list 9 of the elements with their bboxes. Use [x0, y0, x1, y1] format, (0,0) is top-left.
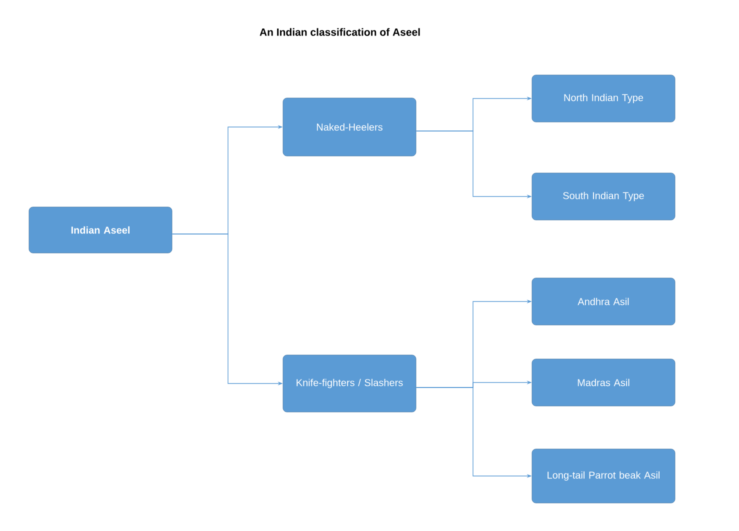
box: Indian Aseel — [28, 206, 172, 254]
title: An Indian classification of Aseel — [260, 28, 420, 36]
box: Long-tail Parrot beak Asil — [532, 448, 676, 504]
box: Naked-Heelers — [282, 98, 416, 156]
box: Madras Asil — [532, 358, 676, 406]
box: North Indian Type — [532, 74, 676, 122]
box: Knife-fighters / Slashers — [282, 354, 416, 412]
box: South Indian Type — [532, 172, 676, 220]
box: Andhra Asil — [532, 278, 676, 326]
